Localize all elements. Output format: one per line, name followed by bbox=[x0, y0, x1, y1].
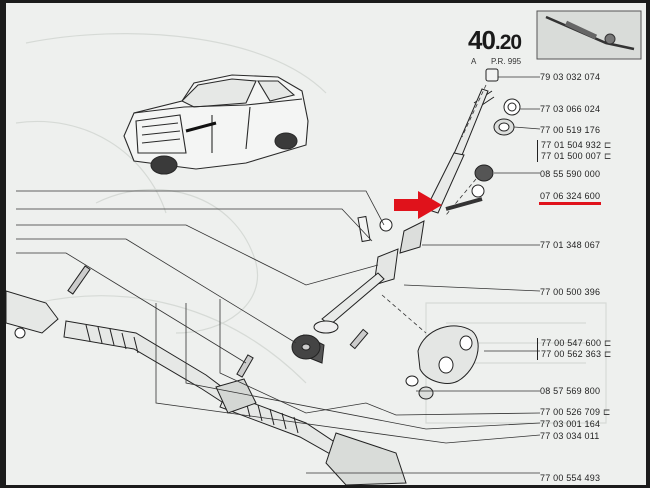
section-number: 40.20 bbox=[468, 25, 522, 55]
part-number-77-00-519-176: 77 00 519 176 bbox=[540, 125, 601, 135]
exploded-steering-diagram bbox=[6, 10, 642, 485]
part-number-77-00-526-709: 77 00 526 709 ⊏ bbox=[540, 407, 611, 417]
variant-symbol-icon: ⊏ bbox=[603, 151, 612, 161]
thumbnail-rack-icon bbox=[536, 10, 642, 60]
part-number-77-00-562-363: 77 00 562 363 bbox=[541, 349, 602, 359]
background-ghost-drawing bbox=[15, 33, 607, 424]
part-number-08-55-590-000: 08 55 590 000 bbox=[540, 169, 601, 179]
part-number-77-03-034-011: 77 03 034 011 bbox=[540, 431, 600, 441]
part-number-77-03-066-024: 77 03 066 024 bbox=[540, 104, 601, 114]
leader-lines bbox=[16, 76, 541, 474]
variant-symbol-icon: ⊏ bbox=[603, 349, 612, 359]
parts-catalog-page: 40.20 A P.R. 995 79 03 032 074 77 03 066… bbox=[6, 3, 646, 485]
part-number-77-01-504-932: 77 01 504 932 bbox=[541, 140, 602, 150]
part-number-77-01-348-067: 77 01 348 067 bbox=[540, 240, 601, 250]
variant-symbol-icon: ⊏ bbox=[603, 338, 612, 348]
dashed-assembly-lines bbox=[381, 84, 487, 334]
pr-reference: P.R. 995 bbox=[491, 57, 522, 66]
variant-symbol-icon: ⊏ bbox=[603, 140, 612, 150]
part-number-77-00-500-396: 77 00 500 396 bbox=[540, 287, 601, 297]
steering-rack-assembly bbox=[6, 265, 407, 485]
part-number-77-00-547-600: 77 00 547 600 bbox=[541, 338, 602, 348]
highlight-underline bbox=[539, 202, 601, 205]
part-number-07-06-324-600-highlighted: 07 06 324 600 bbox=[540, 191, 601, 201]
highlight-arrow bbox=[394, 191, 442, 219]
variant-label: A bbox=[471, 57, 477, 66]
part-number-77-00-554-493: 77 00 554 493 bbox=[540, 473, 601, 483]
renault-16-car-illustration bbox=[123, 74, 309, 175]
part-number-group-steering-lock: 77 01 504 932 ⊏ 77 01 500 007 ⊏ bbox=[537, 140, 612, 162]
part-number-77-03-001-164: 77 03 001 164 bbox=[540, 419, 601, 429]
part-number-08-57-569-800: 08 57 569 800 bbox=[540, 386, 601, 396]
variant-symbol-icon: ⊏ bbox=[602, 407, 611, 417]
part-number-group-flexible-coupling: 77 00 547 600 ⊏ 77 00 562 363 ⊏ bbox=[537, 338, 612, 360]
part-number-77-01-500-007: 77 01 500 007 bbox=[541, 151, 602, 161]
part-number-79-03-032-074: 79 03 032 074 bbox=[540, 72, 601, 82]
steering-column-parts bbox=[236, 68, 521, 400]
